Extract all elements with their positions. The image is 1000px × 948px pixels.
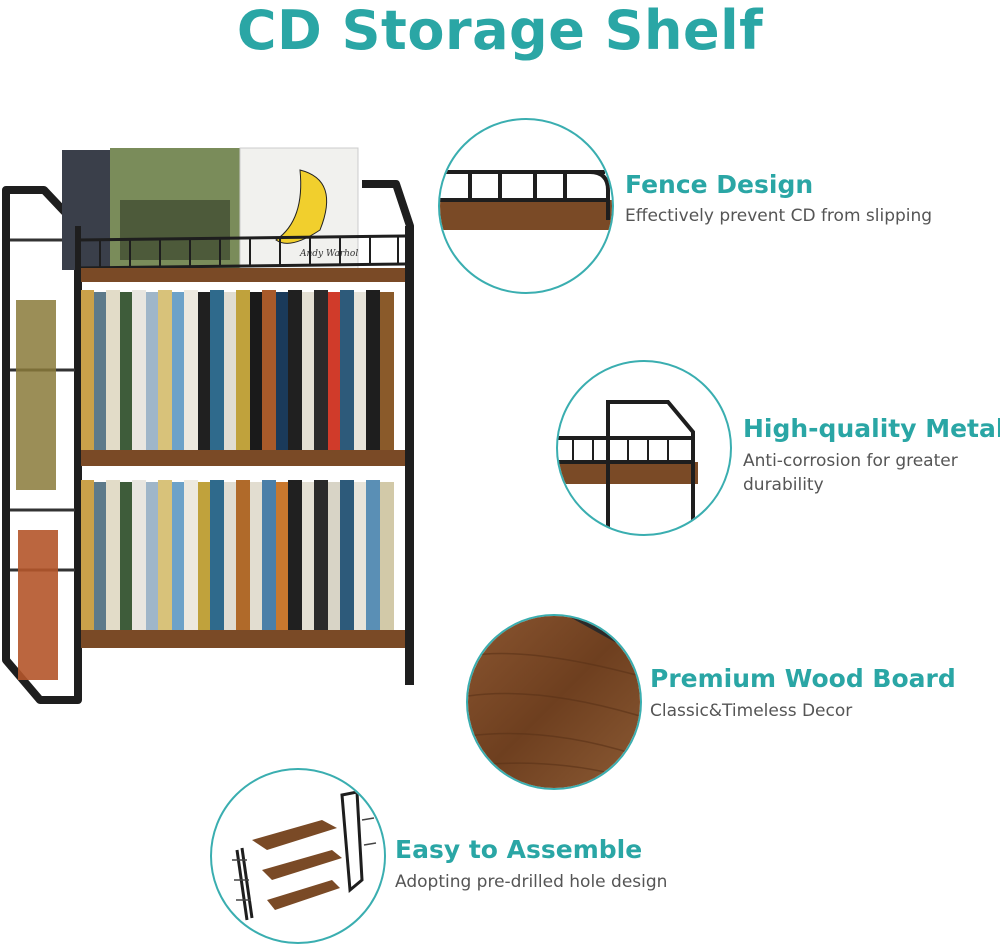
feature-desc-fence: Effectively prevent CD from slipping [625, 206, 933, 226]
album-text: Andy Warhol [299, 249, 358, 259]
feature-title-wood: Premium Wood Board [650, 664, 956, 693]
assemble-detail-circle [210, 768, 386, 944]
metal-detail-circle [556, 360, 732, 536]
feature-desc-assemble: Adopting pre-drilled hole design [395, 872, 668, 892]
page-title: CD Storage Shelf [236, 0, 764, 62]
feature-desc-wood: Classic&Timeless Decor [650, 701, 853, 721]
feature-desc-metal-1: Anti-corrosion for greater [743, 451, 958, 471]
shelf-product-image: Andy Warhol [0, 140, 430, 740]
wood-detail-circle [466, 614, 642, 790]
feature-desc-metal-2: durability [743, 475, 824, 495]
feature-title-metal: High-quality Metal [743, 414, 1000, 443]
feature-title-assemble: Easy to Assemble [395, 835, 643, 864]
fence-detail-circle [438, 118, 614, 294]
feature-title-fence: Fence Design [625, 170, 814, 199]
